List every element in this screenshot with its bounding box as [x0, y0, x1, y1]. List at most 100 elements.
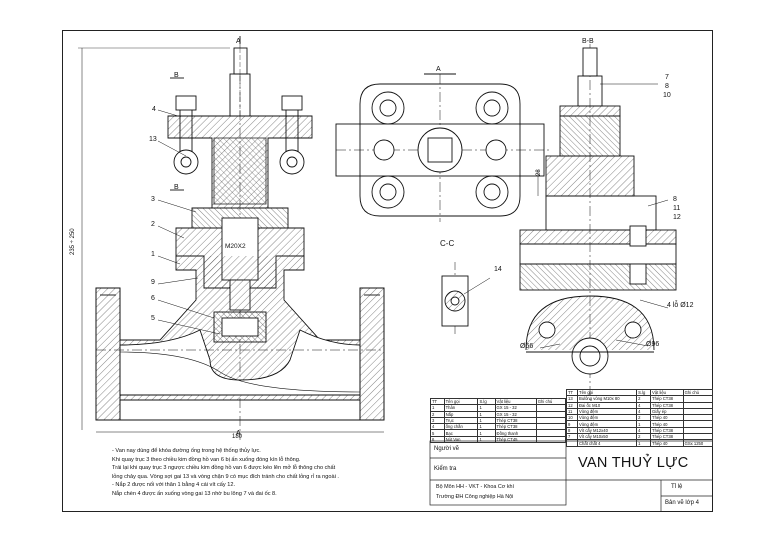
note-line: Trái lại khi quay trục 3 ngược chiều kim…	[112, 465, 336, 472]
cell: Bulông vòng M10x 80	[577, 395, 638, 403]
table-header-row: TT Tên gọi S.lg Vật liệu Ghi chú	[430, 397, 567, 406]
cell: 2	[636, 433, 652, 441]
drawn-by-label: Người vẽ	[434, 446, 459, 452]
note-line: Nắp chèn 4 được ấn xuống vòng gai 13 nhờ…	[112, 490, 277, 497]
cell: Vòng đệm	[577, 420, 638, 428]
side-section-bb	[519, 44, 677, 400]
cell	[682, 414, 714, 422]
cell: 8	[565, 426, 579, 435]
cell: 4	[636, 426, 652, 435]
header-cell: S.lg	[636, 388, 652, 397]
detail-cc	[441, 262, 491, 336]
technical-notes: - Van nay dùng để khóa đường ống trong h…	[112, 447, 412, 499]
cell: 12	[565, 401, 579, 409]
header-cell: Ghi chú	[682, 388, 714, 397]
note-line: - Van nay dùng để khóa đường ống trong h…	[112, 448, 261, 454]
cell: Vòng đệm	[577, 414, 638, 422]
section-mark-a-plan: A	[436, 66, 441, 73]
cell	[682, 426, 714, 435]
dim-width: 180	[232, 434, 243, 440]
cell: Vít cấy M10x50	[577, 433, 638, 441]
balloon-13: 13	[149, 136, 157, 143]
section-mark-a-bottom: A	[236, 430, 241, 437]
org-line2: Trường ĐH Công nghiệp Hà Nội	[436, 494, 514, 500]
balloon-5: 5	[151, 315, 155, 322]
balloon-8: 8	[665, 83, 669, 90]
balloon-12: 12	[673, 214, 681, 221]
holes-note: 4 lỗ Ø12	[667, 302, 694, 309]
cell: Vít cấy M12x40	[577, 426, 638, 435]
checked-by-label: Kiểm tra	[434, 466, 457, 472]
cell: Chất chất 4	[577, 439, 638, 447]
cell	[535, 435, 567, 444]
balloon-10: 10	[663, 92, 671, 99]
note-line: - Nắp 2 được nối với thân 1 bằng 4 cái v…	[112, 482, 236, 489]
note-line: lỏng chảy qua. Vòng sợi gai 13 và vòng c…	[112, 473, 339, 480]
balloon-6: 6	[151, 295, 155, 302]
plan-view	[335, 73, 550, 222]
cell: 2	[636, 414, 652, 422]
cell	[535, 429, 567, 437]
balloon-4: 4	[152, 106, 156, 113]
cell: 6	[430, 435, 445, 444]
cell: 1	[636, 420, 652, 428]
header-cell: Tên gọi	[577, 388, 638, 397]
cell: 10	[565, 414, 579, 422]
thread-label: M20X2	[225, 243, 246, 250]
section-mark-b-mid: B	[174, 184, 179, 191]
cell: Đai ốc M10	[577, 401, 638, 409]
drawing-title: VAN THUỶ LỰC	[578, 455, 689, 471]
balloon-7: 7	[665, 74, 669, 81]
balloon-3: 3	[151, 196, 155, 203]
cell: 1	[636, 439, 652, 447]
front-section-view	[78, 36, 385, 440]
cell: 11	[565, 407, 579, 416]
cell	[535, 410, 567, 418]
cell: 4	[636, 407, 652, 416]
org-line1: Bộ Môn HH - VKT - Khoa Cơ khí	[436, 484, 515, 490]
dim-dia96: Ø96	[646, 341, 660, 348]
balloon-1: 1	[151, 251, 155, 258]
dim-28: 28	[536, 169, 542, 176]
sheet-label: Bản vẽ lớp 4	[665, 500, 699, 506]
cell	[535, 416, 567, 425]
header-cell: TT	[565, 388, 579, 397]
section-title-bb: B-B	[582, 38, 594, 45]
balloon-2: 2	[151, 221, 155, 228]
balloon-11: 11	[673, 205, 681, 212]
section-mark-b-top: B	[174, 72, 179, 79]
cell: Thép 40	[650, 439, 684, 447]
cell	[535, 404, 567, 412]
drawing-frame	[62, 30, 713, 512]
cell: 7	[565, 433, 579, 441]
cell	[682, 407, 714, 416]
cell: Vòng đệm	[577, 407, 638, 416]
balloon-14: 14	[494, 266, 502, 273]
dim-height: 235 ÷ 250	[70, 228, 76, 255]
cell: 4	[636, 401, 652, 409]
dim-dia66: Ø66	[520, 343, 534, 350]
balloon-8b: 8	[673, 196, 677, 203]
section-mark-a-top: A	[236, 38, 241, 45]
cell	[682, 395, 714, 403]
section-title-cc: C-C	[440, 239, 455, 248]
balloon-9: 9	[151, 279, 155, 286]
cell: GSx 1250	[682, 439, 714, 447]
cell	[682, 401, 714, 409]
cell: 2	[636, 395, 652, 403]
cell	[682, 433, 714, 441]
